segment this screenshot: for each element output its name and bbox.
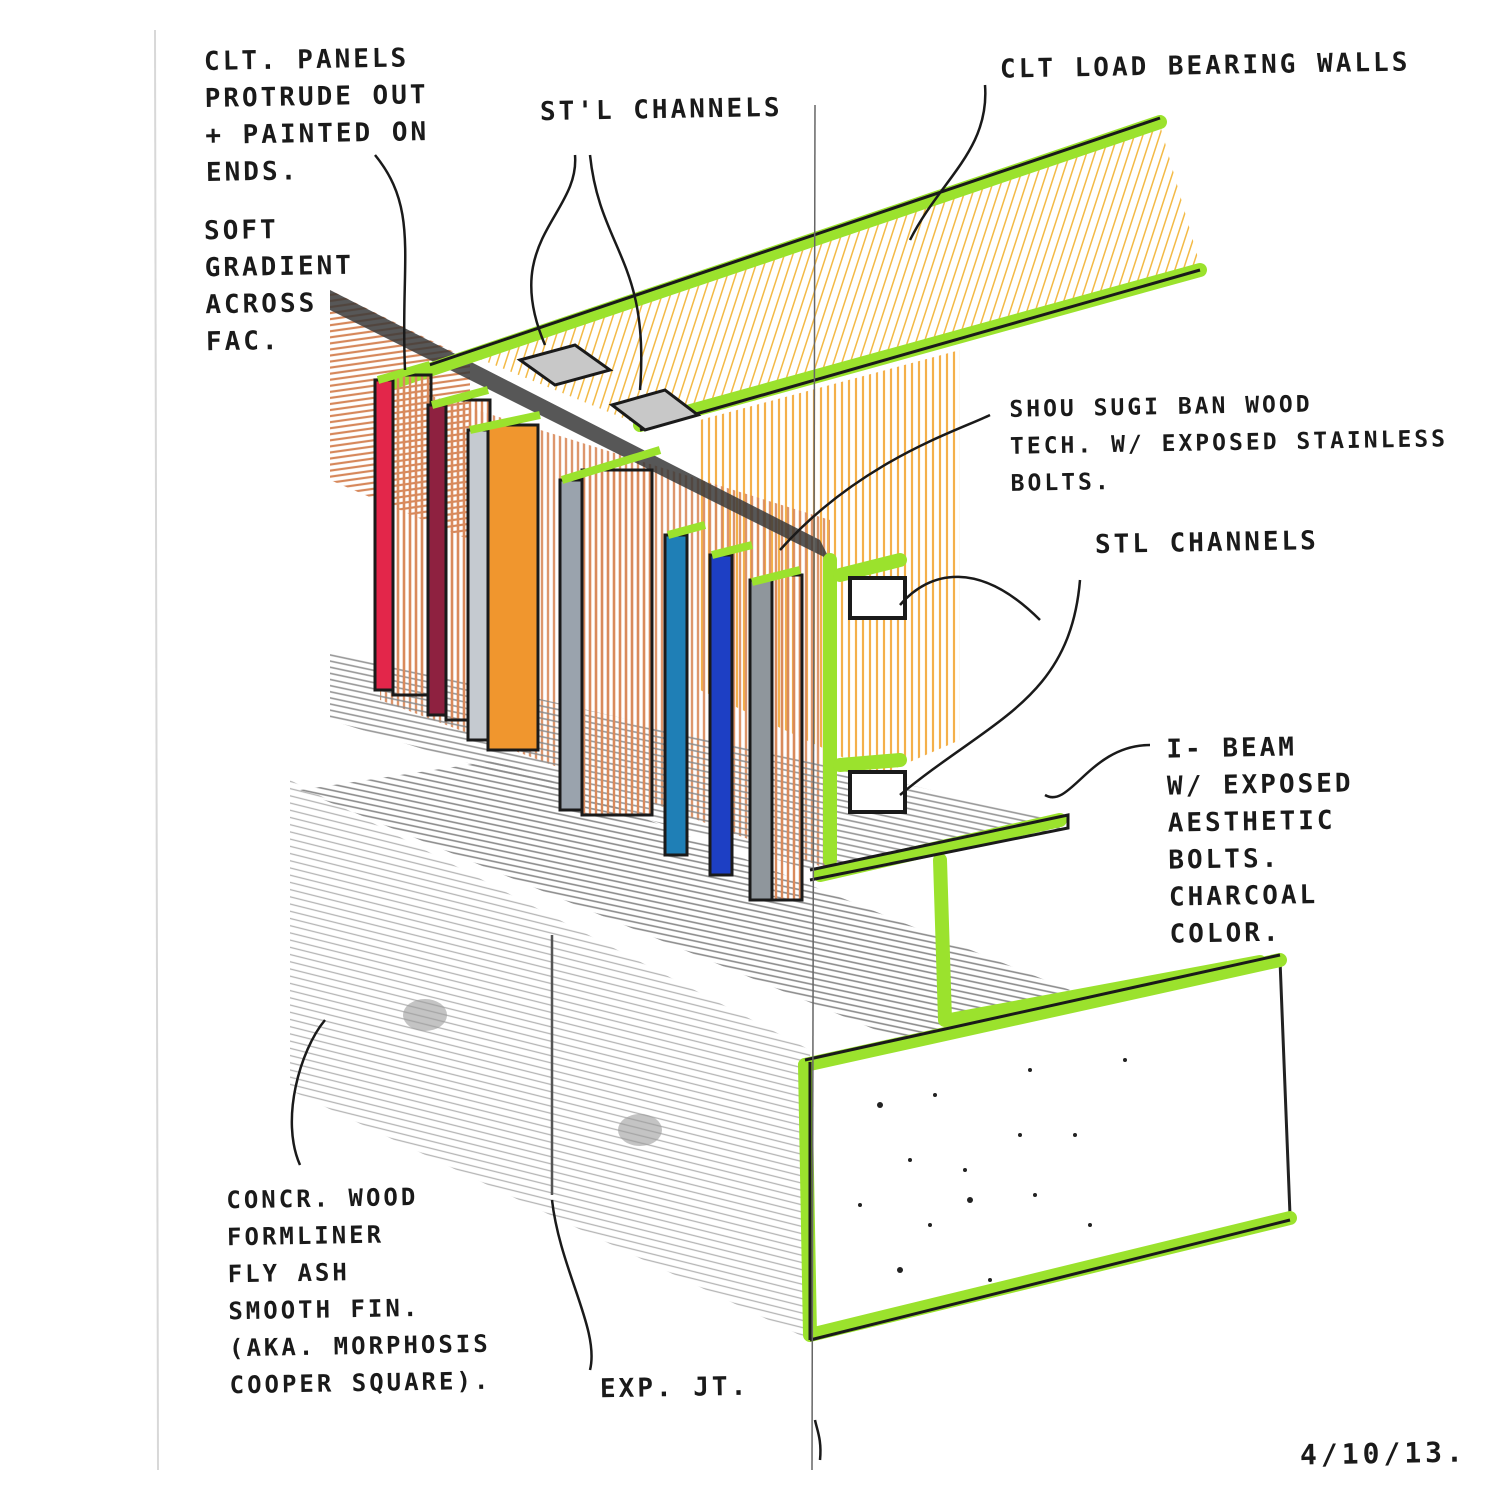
date-stamp: 4/10/13. — [1299, 1435, 1468, 1472]
formliner-knot-1 — [403, 999, 447, 1031]
leader-lines — [290, 84, 1151, 1461]
clt-wall-top — [470, 125, 1200, 425]
fin-red — [373, 378, 395, 692]
fin-maroon — [426, 403, 448, 717]
note-exp-jt: EXP. JT. — [599, 1371, 750, 1405]
fin-teal — [663, 533, 689, 857]
clt-fins — [373, 373, 804, 902]
steel-channel-top-boxes — [516, 343, 702, 432]
note-clt-load-bearing-walls: CLT LOAD BEARING WALLS — [999, 47, 1411, 85]
fin-grey-1 — [466, 428, 490, 742]
charcoal-band-lower — [300, 760, 1070, 1040]
note-concrete: CONCR. WOOD FORMLINER FLY ASH SMOOTH FIN… — [226, 1182, 492, 1400]
note-stl-channels-side: STL CHANNELS — [1094, 526, 1320, 560]
section-ink-lines — [384, 116, 1291, 1342]
sheet-edge — [154, 29, 159, 1471]
fin-grey-3 — [748, 578, 774, 902]
concrete-wall — [290, 780, 810, 1340]
note-stl-channels-top: ST'L CHANNELS — [539, 92, 783, 128]
aggregate-dots — [858, 1058, 1127, 1282]
reference-line — [811, 104, 816, 1471]
fin-grey-2 — [558, 478, 584, 812]
fin-green-caps — [376, 361, 801, 586]
note-shou-sugi-ban: SHOU SUGI BAN WOOD TECH. W/ EXPOSED STAI… — [1009, 391, 1449, 497]
fin-blue — [708, 553, 734, 877]
note-clt-panels: CLT. PANELS PROTRUDE OUT + PAINTED ON EN… — [203, 43, 430, 188]
note-soft-gradient: SOFT GRADIENT ACROSS FAC. — [203, 215, 355, 358]
note-i-beam: I- BEAM W/ EXPOSED AESTHETIC BOLTS. CHAR… — [1166, 732, 1354, 950]
steel-channel-side-boxes — [848, 576, 907, 814]
formliner-knot-2 — [618, 1114, 662, 1146]
fin-orange — [486, 423, 540, 752]
